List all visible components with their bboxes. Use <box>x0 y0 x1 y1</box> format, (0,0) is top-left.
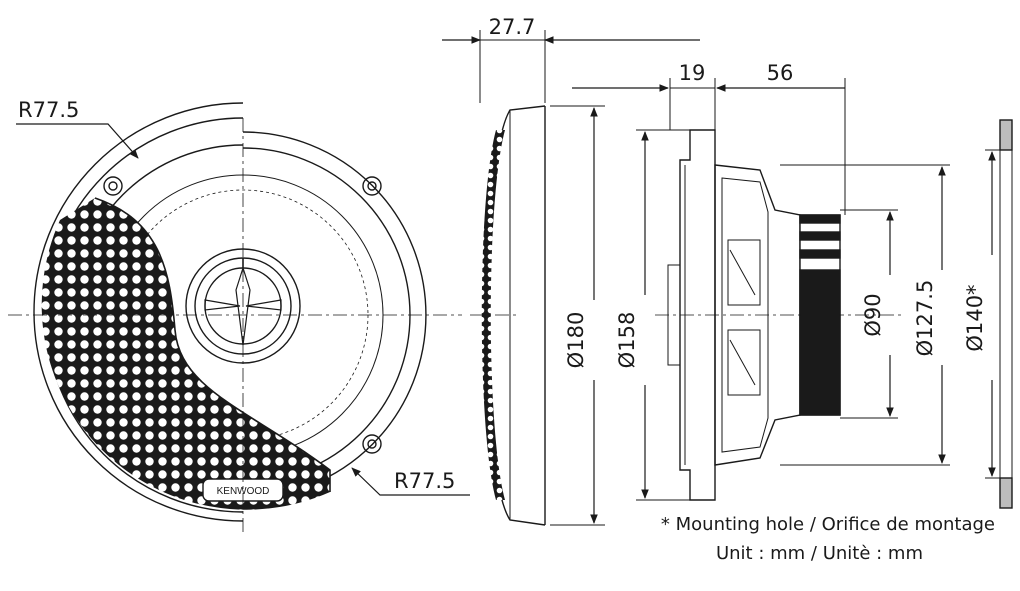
mounting-hole-view <box>985 119 1013 509</box>
mount-tab-top-left <box>103 176 123 196</box>
dia-basket-label: Ø158 <box>615 312 639 369</box>
radius-bottom-leader <box>351 467 470 496</box>
speaker-magnet <box>799 269 841 416</box>
mount-tab-top-right <box>362 176 382 196</box>
mount-tab-bottom-right <box>362 434 382 454</box>
dia-mounting-label: Ø140* <box>963 284 987 351</box>
depth-flange-label: 19 <box>679 61 706 85</box>
panel-lower <box>999 477 1013 509</box>
panel-upper <box>999 119 1013 151</box>
dia-frame-label: Ø127.5 <box>913 280 937 357</box>
depth-basket-label: 56 <box>767 61 794 85</box>
front-grille <box>41 198 330 510</box>
depth-total-label: 27.7 <box>489 15 536 39</box>
grille-side-holes <box>481 130 505 500</box>
radius-bottom-label: R77.5 <box>394 469 455 493</box>
unit-note: Unit : mm / Unitè : mm <box>716 543 923 564</box>
dia-magnet-label: Ø90 <box>861 293 885 336</box>
dia-overall-label: Ø180 <box>564 312 588 369</box>
mounting-note: * Mounting hole / Orifice de montage <box>661 514 995 535</box>
grille-side-view <box>442 30 700 526</box>
front-outer-rim <box>33 102 244 522</box>
radius-top-label: R77.5 <box>18 98 79 122</box>
speaker-side-view <box>572 78 950 501</box>
radius-top-leader <box>16 123 139 159</box>
brand-logo: KENWOOD <box>217 486 270 497</box>
